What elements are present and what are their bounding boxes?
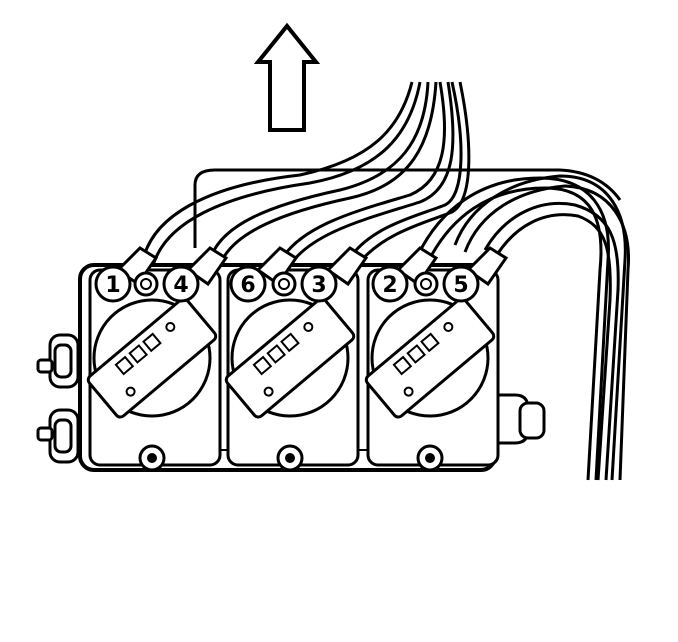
terminal-5: 5 <box>442 265 480 303</box>
terminal-6-label: 6 <box>240 273 255 298</box>
left-connectors <box>36 333 80 464</box>
terminal-2-label: 2 <box>382 273 397 298</box>
terminal-4-label: 4 <box>173 273 188 298</box>
terminal-2: 2 <box>371 265 409 303</box>
spark-plug-boots <box>115 246 509 287</box>
plug-wires-downward <box>416 174 630 481</box>
terminal-5-label: 5 <box>453 273 468 298</box>
right-connector <box>490 393 546 445</box>
mounting-bolts <box>133 271 439 297</box>
terminal-1: 1 <box>94 265 132 303</box>
coil-module-center <box>224 268 360 472</box>
plug-wires-upward <box>140 81 471 271</box>
terminal-4: 4 <box>162 265 200 303</box>
coil-module-right <box>364 268 500 472</box>
terminal-1-label: 1 <box>105 273 120 298</box>
terminal-3: 3 <box>300 265 338 303</box>
terminal-3-label: 3 <box>311 273 326 298</box>
coil-module-left <box>86 268 222 472</box>
front-direction-arrow <box>253 22 321 132</box>
terminal-6: 6 <box>229 265 267 303</box>
